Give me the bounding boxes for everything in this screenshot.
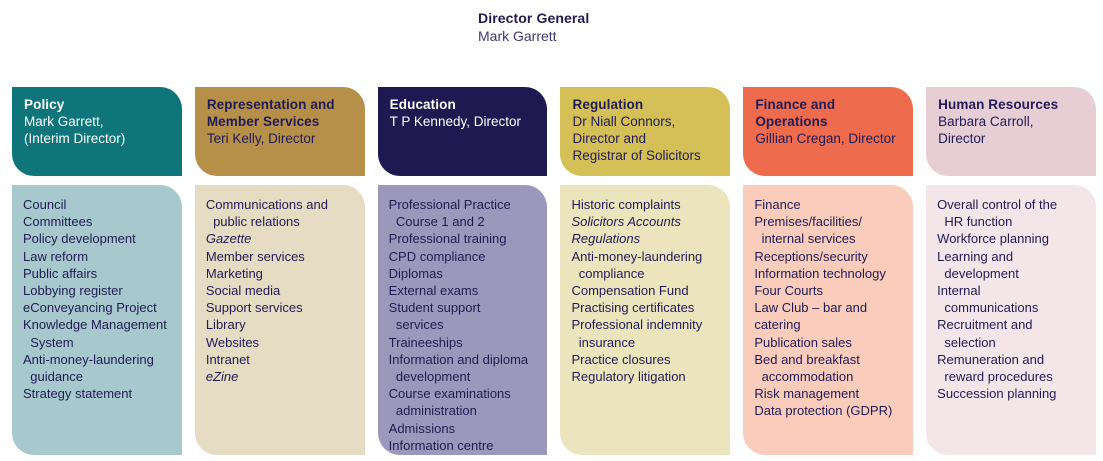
- department-director: Barbara Carroll, Director: [938, 114, 1034, 146]
- responsibility-item: Workforce planning: [937, 231, 1049, 247]
- department-title: Finance and Operations: [755, 97, 836, 129]
- responsibility-item: Risk management: [754, 386, 860, 402]
- director-general-name: Mark Garrett: [478, 28, 557, 44]
- responsibility-item: Bed and breakfast accommodation: [754, 351, 860, 385]
- responsibility-item: Professional indemnity insurance: [571, 317, 703, 350]
- responsibility-item: Historic complaints: [571, 197, 681, 212]
- department-header: Human Resources Barbara Carroll, Directo…: [926, 87, 1096, 176]
- department-column: Education T P Kennedy, Director Professi…: [377, 87, 548, 455]
- responsibility-item: Information technology: [754, 265, 886, 281]
- responsibility-item: External exams: [388, 283, 479, 299]
- responsibility-item: Library: [205, 317, 246, 333]
- responsibility-item: Communications and public relations: [205, 197, 328, 230]
- department-title: Education: [389, 97, 456, 112]
- responsibility-item: Law reform: [23, 248, 89, 264]
- responsibility-item: Data protection (GDPR): [754, 403, 893, 419]
- responsibility-item: Internal communications: [937, 283, 1039, 316]
- director-general-title: Director General: [478, 10, 590, 26]
- responsibility-item: Remuneration and reward procedures: [937, 351, 1053, 385]
- responsibility-item: Premises/facilities/ internal services: [754, 214, 862, 247]
- responsibility-item: Practising certificates: [571, 300, 695, 316]
- responsibility-item: Succession planning: [937, 386, 1057, 402]
- department-director: Teri Kelly, Director: [206, 131, 316, 146]
- director-general-block: Director General Mark Garrett: [478, 9, 589, 45]
- department-title: Policy: [24, 97, 65, 112]
- responsibility-item: Information centre: [388, 437, 494, 453]
- department-director: Dr Niall Connors, Director and Registrar…: [572, 114, 701, 163]
- department-director: T P Kennedy, Director: [389, 114, 521, 129]
- department-title: Human Resources: [938, 97, 1059, 112]
- responsibility-item: Finance: [754, 197, 801, 212]
- responsibility-item: Regulatory litigation: [571, 369, 686, 385]
- responsibility-item: Marketing: [205, 265, 263, 281]
- responsibility-item: Public affairs: [23, 265, 98, 281]
- responsibility-item: Council: [23, 197, 67, 212]
- responsibility-item: Four Courts: [754, 283, 823, 299]
- responsibility-item: Compensation Fund: [571, 283, 689, 299]
- department-header: Regulation Dr Niall Connors, Director an…: [560, 87, 731, 176]
- responsibility-item: Policy development: [23, 231, 136, 247]
- responsibility-item: Member services: [205, 248, 305, 264]
- responsibility-item: Learning and development: [937, 248, 1019, 281]
- org-grid: Policy Mark Garrett, (Interim Director) …: [12, 87, 1096, 455]
- responsibility-item: Social media: [205, 283, 281, 299]
- responsibility-item: Publication sales: [754, 334, 852, 350]
- responsibility-item: Admissions: [388, 420, 456, 436]
- responsibility-item: Lobbying register: [23, 283, 123, 299]
- responsibility-item: Committees: [23, 214, 93, 230]
- department-header: Education T P Kennedy, Director: [377, 87, 548, 176]
- department-column: Human Resources Barbara Carroll, Directo…: [926, 87, 1096, 455]
- responsibility-item: Receptions/security: [754, 248, 868, 264]
- responsibility-item: Student support services: [388, 300, 481, 333]
- responsibility-item: Strategy statement: [23, 386, 133, 402]
- department-header: Representation and Member Services Teri …: [194, 87, 365, 176]
- responsibility-item: Information and diploma development: [388, 351, 529, 385]
- responsibility-item: Diplomas: [388, 265, 443, 281]
- department-column: Finance and Operations Gillian Cregan, D…: [743, 87, 914, 455]
- responsibility-item: Anti-money-laundering guidance: [23, 351, 154, 385]
- responsibility-item: Intranet: [205, 351, 250, 367]
- responsibility-item: Overall control of the HR function: [937, 197, 1058, 230]
- responsibility-item: Websites: [205, 334, 260, 350]
- responsibility-item: Traineeships: [388, 334, 463, 350]
- responsibility-item: Support services: [205, 300, 303, 316]
- department-title: Representation and Member Services: [206, 97, 335, 129]
- responsibility-item: Professional Practice Course 1 and 2: [388, 197, 511, 230]
- responsibility-item: Gazette: [205, 231, 252, 247]
- department-director: Gillian Cregan, Director: [755, 131, 896, 146]
- responsibility-item: Recruitment and selection: [937, 317, 1033, 350]
- responsibility-item: Practice closures: [571, 351, 671, 367]
- department-header: Finance and Operations Gillian Cregan, D…: [743, 87, 914, 176]
- department-column: Regulation Dr Niall Connors, Director an…: [560, 87, 731, 455]
- responsibility-item: eConveyancing Project: [23, 300, 157, 316]
- responsibility-item: Law Club – bar and catering: [754, 300, 868, 333]
- responsibility-item: Solicitors Accounts Regulations: [571, 214, 681, 247]
- responsibility-item: Professional training: [388, 231, 507, 247]
- department-header: Policy Mark Garrett, (Interim Director): [12, 87, 182, 176]
- responsibility-item: Course examinations administration: [388, 386, 511, 419]
- responsibility-item: Knowledge Management System: [23, 317, 167, 350]
- responsibility-item: eZine: [205, 369, 239, 385]
- department-director: Mark Garrett, (Interim Director): [24, 114, 126, 146]
- department-column: Representation and Member Services Teri …: [194, 87, 365, 455]
- department-column: Policy Mark Garrett, (Interim Director) …: [12, 87, 182, 455]
- responsibility-item: CPD compliance: [388, 248, 486, 264]
- department-title: Regulation: [572, 97, 644, 112]
- responsibility-item: Anti-money-laundering compliance: [571, 248, 703, 281]
